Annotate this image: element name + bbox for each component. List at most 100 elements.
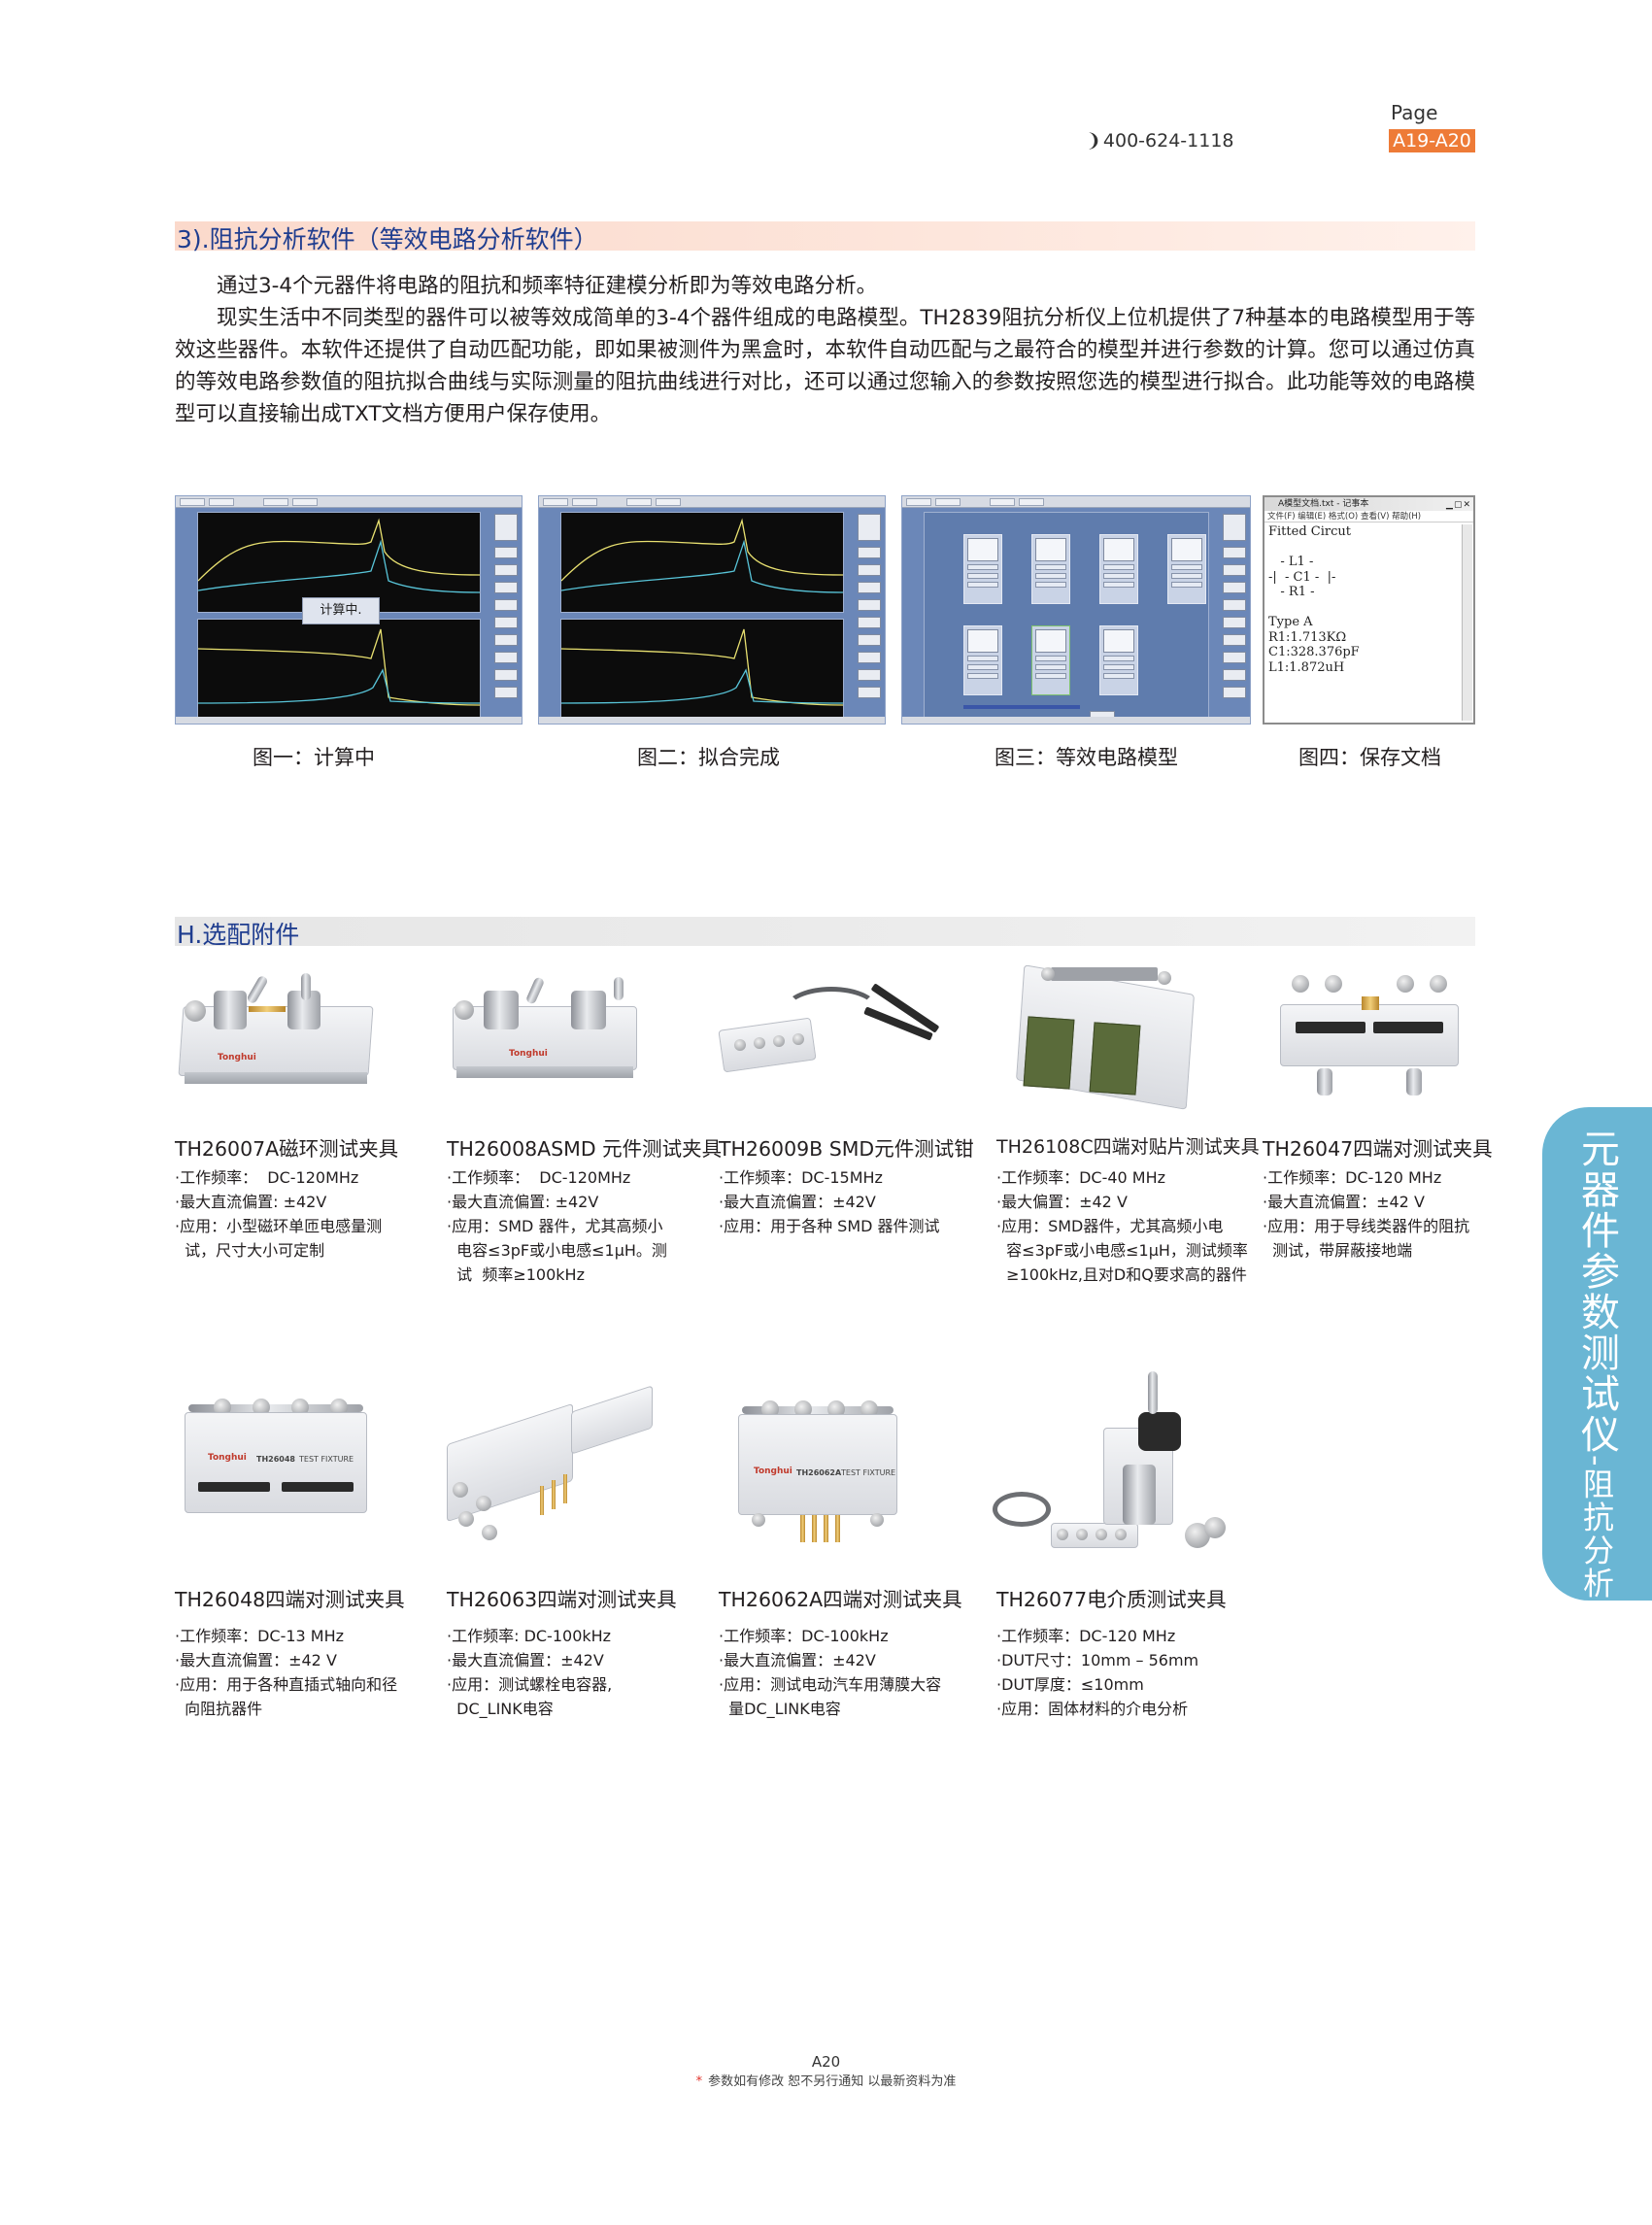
- spec-line: ·工作频率：DC-120 MHz: [1263, 1168, 1442, 1187]
- caption-fig3: 图三：等效电路模型: [995, 746, 1178, 769]
- phone-number: ❩400-624-1118: [1086, 130, 1234, 152]
- caption-fig2: 图二：拟合完成: [637, 746, 780, 769]
- spec-line: ·DUT尺寸：10mm – 56mm: [996, 1651, 1199, 1669]
- product-specs-th26108c: ·工作频率：DC-40 MHz·最大偏置：±42 V·应用：SMD器件，尤其高频…: [996, 1165, 1248, 1287]
- footer-note-text: 参数如有修改 恕不另行通知 以最新资料为准: [708, 2074, 957, 2089]
- product-image-th26077: [993, 1367, 1230, 1558]
- spec-line: ·应用：测试电动汽车用薄膜大容: [719, 1675, 942, 1694]
- impedance-plot-top: [197, 512, 481, 613]
- product-name-th26077: TH26077电介质测试夹具: [996, 1588, 1227, 1611]
- product-specs-th26063: ·工作频率: DC-100kHz ·最大直流偏置：±42V ·应用：测试螺栓电容器,…: [447, 1624, 612, 1721]
- product-name-th26048: TH26048四端对测试夹具: [175, 1588, 405, 1611]
- spec-line: 向阻抗器件: [175, 1700, 263, 1718]
- spec-line: ·工作频率： DC-120MHz: [175, 1168, 359, 1187]
- product-image-th26108c: [1012, 964, 1197, 1113]
- section-h-header: H.选配附件: [175, 917, 1475, 949]
- caption-fig4: 图四：保存文档: [1298, 746, 1441, 769]
- phone-icon: ❩: [1086, 130, 1101, 152]
- spec-line: 试，尺寸大小可定制: [175, 1241, 325, 1260]
- impedance-plot-bottom: [197, 619, 481, 720]
- spec-line: ·最大直流偏置：±42V: [719, 1651, 876, 1669]
- spec-line: 量DC_LINK电容: [719, 1700, 841, 1718]
- spec-line: ·工作频率：DC-13 MHz: [175, 1627, 345, 1645]
- spec-line: ·工作频率：DC-15MHz: [719, 1168, 883, 1187]
- model-label: TH26048: [256, 1455, 295, 1464]
- notepad-title: A模型文档.txt - 记事本: [1278, 499, 1369, 509]
- brand-label: Tonghui: [754, 1466, 792, 1476]
- section-3-body: 通过3-4个元器件将电路的阻抗和频率特征建模分析即为等效电路分析。 现实生活中不…: [175, 270, 1475, 430]
- spec-line: ·应用：SMD 器件，尤其高频小: [447, 1217, 663, 1235]
- product-specs-th26009b: ·工作频率：DC-15MHz ·最大直流偏置：±42V ·应用：用于各种 SMD 器…: [719, 1165, 940, 1238]
- product-specs-th26047: ·工作频率：DC-120 MHz ·最大直流偏置：±42 V ·应用：用于导线类器件…: [1263, 1165, 1469, 1263]
- product-image-th26062a: Tonghui TH26062A TEST FIXTURE: [734, 1399, 899, 1544]
- caption-fig1: 图一：计算中: [253, 746, 375, 769]
- product-specs-th26077: ·工作频率：DC-120 MHz ·DUT尺寸：10mm – 56mm ·DUT厚度…: [996, 1624, 1198, 1721]
- product-name-th26009b: TH26009B SMD元件测试钳: [719, 1137, 974, 1161]
- screenshot-notepad-document: A模型文档.txt - 记事本 ▁▢✕ 文件(F) 编辑(E) 格式(O) 查看(…: [1263, 495, 1475, 725]
- spec-line: ·工作频率: DC-100kHz: [447, 1627, 612, 1645]
- screenshot-circuit-models: [901, 495, 1251, 725]
- product-name-th26008a: TH26008ASMD 元件测试夹具: [447, 1137, 723, 1161]
- product-specs-th26048: ·工作频率：DC-13 MHz·最大直流偏置：±42 V·应用：用于各种直插式轴…: [175, 1624, 397, 1721]
- notepad-titlebar: A模型文档.txt - 记事本 ▁▢✕: [1264, 497, 1473, 511]
- footer-note: * 参数如有修改 恕不另行通知 以最新资料为准: [0, 2071, 1652, 2089]
- product-image-th26007a: Tonghui: [178, 971, 375, 1107]
- spec-line: ·工作频率：DC-120 MHz: [996, 1627, 1176, 1645]
- spec-line: ·最大直流偏置：±42V: [719, 1193, 876, 1211]
- spec-line: 测试，带屏蔽接地端: [1263, 1241, 1413, 1260]
- side-tab-main: 元器件参数测试仪: [1574, 1129, 1619, 1455]
- product-specs-th26008a: ·工作频率： DC-120MHz ·最大直流偏置: ±42V ·应用：SMD 器件，…: [447, 1165, 667, 1287]
- product-image-th26063: [439, 1385, 662, 1554]
- spec-line: ·应用：用于导线类器件的阻抗: [1263, 1217, 1470, 1235]
- spec-line: ·应用：用于各种 SMD 器件测试: [719, 1217, 940, 1235]
- window-buttons-icon: ▁▢✕: [1446, 500, 1471, 510]
- footer-page-number: A20: [811, 2053, 841, 2071]
- asterisk-icon: *: [695, 2074, 703, 2089]
- spec-line: ·工作频率：DC-40 MHz: [996, 1168, 1166, 1187]
- fit-plot-bottom: [560, 619, 844, 720]
- product-specs-th26007a: ·工作频率： DC-120MHz ·最大直流偏置: ±42V ·应用：小型磁环单匝电…: [175, 1165, 382, 1263]
- page-label: Page: [1391, 101, 1438, 124]
- notepad-scrollbar: [1462, 524, 1472, 721]
- page-range-badge: A19-A20: [1389, 129, 1475, 152]
- spec-line: 电容≤3pF或小电感≤1μH。测: [447, 1241, 667, 1260]
- section-3-header: 3).阻抗分析软件（等效电路分析软件）: [175, 221, 1475, 253]
- fit-plot-top: [560, 512, 844, 613]
- product-name-th26007a: TH26007A磁环测试夹具: [175, 1137, 399, 1161]
- product-image-th26047: [1278, 961, 1463, 1097]
- spec-line: ·应用：小型磁环单匝电感量测: [175, 1217, 383, 1235]
- screenshot-calculating: 计算中.: [175, 495, 523, 725]
- spec-line: ·应用：固体材料的介电分析: [996, 1700, 1189, 1718]
- spec-line: 容≤3pF或小电感≤1μH，测试频率: [996, 1241, 1248, 1260]
- spec-line: ·最大直流偏置: ±42V: [447, 1193, 599, 1211]
- spec-line: ·最大偏置：±42 V: [996, 1193, 1128, 1211]
- side-category-tab: 元器件参数测试仪-阻抗分析仪: [1542, 1107, 1652, 1634]
- spec-line: ·最大直流偏置：±42 V: [1263, 1193, 1425, 1211]
- spec-line: ·工作频率： DC-120MHz: [447, 1168, 631, 1187]
- product-image-th26008a: Tonghui: [449, 971, 643, 1097]
- spec-line: ·工作频率：DC-100kHz: [719, 1627, 889, 1645]
- phone-text: 400-624-1118: [1102, 130, 1234, 152]
- side-tab-separator: -: [1578, 1455, 1615, 1468]
- spec-line: ·最大直流偏置：±42V: [447, 1651, 604, 1669]
- brand-label: Tonghui: [218, 1053, 256, 1062]
- notepad-content: Fitted Circut - L1 - -| - C1 - |- - R1 -…: [1268, 524, 1360, 675]
- product-name-th26108c: TH26108C四端对贴片测试夹具: [996, 1136, 1260, 1158]
- brand-label: Tonghui: [208, 1453, 247, 1463]
- screenshot-fit-complete: [538, 495, 886, 725]
- paragraph-2: 现实生活中不同类型的器件可以被等效成简单的3-4个器件组成的电路模型。TH283…: [175, 306, 1475, 426]
- spec-line: ·应用：测试螺栓电容器,: [447, 1675, 613, 1694]
- spec-line: ≥100kHz,且对D和Q要求高的器件: [996, 1265, 1247, 1284]
- spec-line: DC_LINK电容: [447, 1700, 554, 1718]
- side-tab-text: 元器件参数测试仪-阻抗分析仪: [1573, 1129, 1620, 1634]
- product-name-th26063: TH26063四端对测试夹具: [447, 1588, 677, 1611]
- notepad-menu: 文件(F) 编辑(E) 格式(O) 查看(V) 帮助(H): [1264, 511, 1473, 523]
- product-image-th26048: Tonghui TH26048 TEST FIXTURE: [179, 1395, 373, 1521]
- product-name-th26062a: TH26062A四端对测试夹具: [719, 1588, 962, 1611]
- product-image-th26009b: [718, 981, 944, 1078]
- spec-line: ·最大直流偏置: ±42V: [175, 1193, 327, 1211]
- section-h-title: H.选配附件: [177, 921, 300, 949]
- product-specs-th26062a: ·工作频率：DC-100kHz ·最大直流偏置：±42V ·应用：测试电动汽车用薄膜…: [719, 1624, 941, 1721]
- paragraph-1: 通过3-4个元器件将电路的阻抗和频率特征建模分析即为等效电路分析。: [217, 274, 878, 298]
- spec-line: ·DUT厚度：≤10mm: [996, 1675, 1144, 1694]
